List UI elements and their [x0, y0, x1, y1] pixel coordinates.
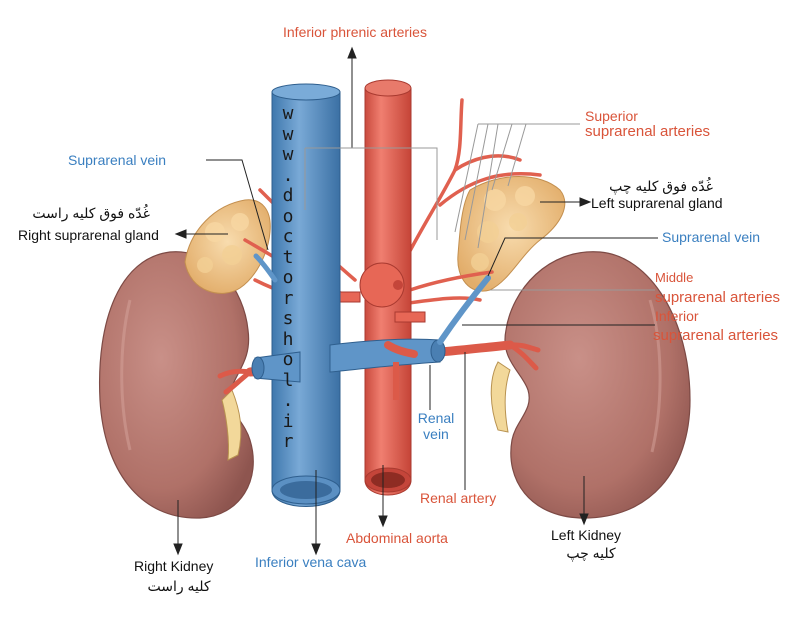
label-abdominal-aorta: Abdominal aorta — [346, 530, 448, 546]
celiac-trunk — [339, 262, 426, 323]
left-kidney — [504, 251, 691, 519]
label-superior-line2: suprarenal arteries — [585, 123, 711, 140]
right-ureter — [221, 389, 242, 461]
label-inferior-vena-cava: Inferior vena cava — [255, 554, 367, 570]
label-suprarenal-vein-left: Suprarenal vein — [662, 229, 761, 245]
label-right-kidney-en: Right Kidney — [134, 558, 214, 574]
leader-lines — [173, 46, 658, 556]
inferior-vena-cava — [271, 83, 341, 507]
label-inferior-line1: Inferior — [655, 308, 699, 324]
label-middle-line2: suprarenal arteries — [655, 289, 781, 306]
label-renal-vein-line1: Renal — [417, 410, 455, 426]
left-renal-artery — [384, 341, 418, 358]
label-suprarenal-vein-right: Suprarenal vein — [68, 152, 167, 168]
label-left-gland-fa: غُدّه فوق کلیه چپ — [609, 178, 713, 194]
label-right-gland-en: Right suprarenal gland — [18, 227, 159, 243]
label-right-kidney-fa: کلیه راست — [147, 578, 211, 594]
label-right-gland-fa: غُدّه فوق کلیه راست — [32, 205, 150, 221]
left-ureter — [490, 361, 511, 433]
right-suprarenal-gland — [184, 199, 271, 294]
label-middle-line1: Middle — [655, 270, 694, 285]
right-kidney — [98, 251, 254, 519]
label-left-kidney-fa: کلیه چپ — [566, 545, 616, 561]
label-superior-line1: Superior — [585, 108, 638, 124]
renal-veins — [251, 253, 491, 383]
label-renal-vein-line2: vein — [423, 426, 449, 442]
label-left-gland-en: Left suprarenal gland — [591, 195, 723, 211]
label-inferior-line2: suprarenal arteries — [653, 327, 779, 344]
label-inferior-phrenic-arteries: Inferior phrenic arteries — [283, 24, 427, 40]
label-renal-artery: Renal artery — [420, 490, 497, 506]
label-left-kidney-en: Left Kidney — [551, 527, 622, 543]
watermark-text: www.doctorshol.ir — [282, 103, 294, 452]
